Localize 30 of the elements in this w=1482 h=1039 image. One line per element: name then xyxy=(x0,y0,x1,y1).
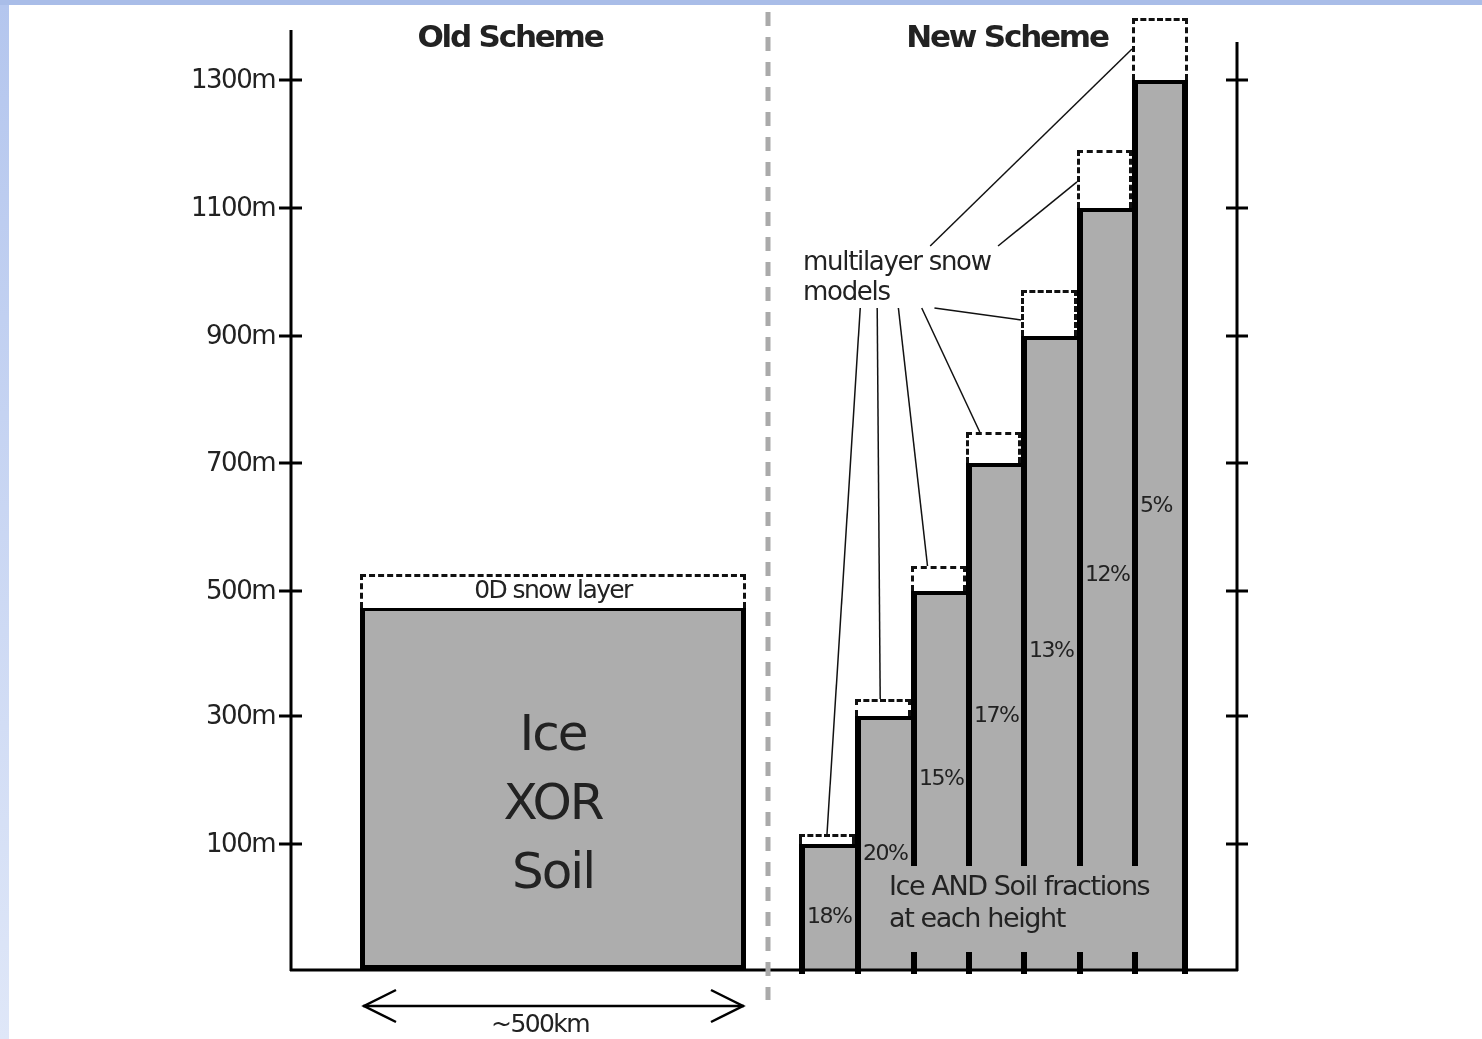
leader-line xyxy=(933,307,1022,321)
panel-title: New Scheme xyxy=(906,18,1108,55)
leader-line xyxy=(920,307,981,433)
fraction-label: 17% xyxy=(974,702,1019,728)
fraction-label: 12% xyxy=(1085,561,1130,587)
fraction-label: 15% xyxy=(919,765,964,791)
axis-tick-label: 1100m xyxy=(191,191,275,223)
fraction-label: 18% xyxy=(807,903,852,929)
panel-title: Old Scheme xyxy=(417,18,603,55)
leader-line xyxy=(929,48,1133,247)
dimension-label: ~500km xyxy=(491,1009,589,1039)
axis-tick-label: 700m xyxy=(206,446,275,478)
axis-tick-label: 1300m xyxy=(191,63,275,95)
block-label: Ice XOR Soil xyxy=(502,703,604,902)
axis-tick-label: 300m xyxy=(206,699,275,731)
leader-line xyxy=(997,181,1078,247)
leader-line xyxy=(897,307,929,567)
leader-line xyxy=(876,307,881,700)
snow-layer-label: 0D snow layer xyxy=(474,575,632,605)
ice-soil-block xyxy=(360,608,746,970)
fraction-label: 20% xyxy=(863,840,908,866)
callout-text: multilayer snow models xyxy=(803,246,992,306)
fraction-label: 13% xyxy=(1029,637,1074,663)
fractions-note: Ice AND Soil fractions at each height xyxy=(889,870,1151,934)
axis-tick-label: 500m xyxy=(206,574,275,606)
snow-layer-box xyxy=(360,574,746,608)
axis-tick-label: 900m xyxy=(206,319,275,351)
fraction-label: 5% xyxy=(1140,492,1172,518)
axis-tick-label: 100m xyxy=(206,827,275,859)
leader-line xyxy=(826,307,861,835)
